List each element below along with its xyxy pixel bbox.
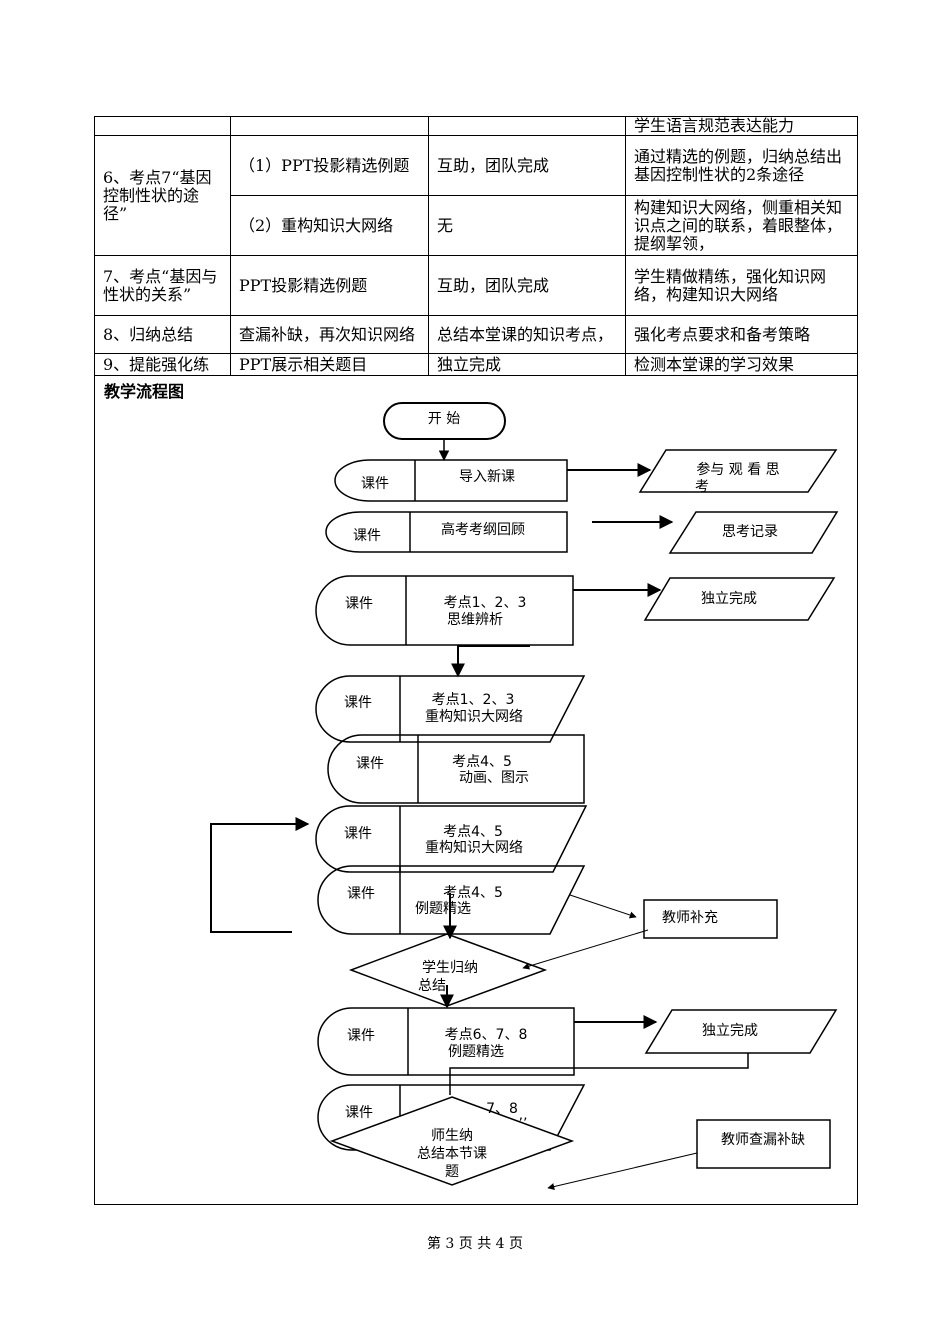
step-label: 重构知识大网络	[425, 839, 523, 856]
display-node-s3	[315, 575, 574, 646]
cell: PPT展示相关题目	[230, 353, 429, 376]
cell: 互助，团队完成	[428, 255, 626, 316]
step-label: 导入新课	[459, 469, 515, 485]
decision-label: 总结本节课	[417, 1146, 487, 1162]
courseware-label: 课件	[356, 756, 384, 772]
courseware-label: 课件	[345, 596, 373, 612]
step-label: 考点4、5	[452, 754, 512, 770]
step-label: 考点1、2、3	[444, 595, 527, 611]
decision-label: 学生归纳	[422, 959, 478, 976]
decision-label: 师生纳	[431, 1128, 473, 1144]
connector	[449, 1053, 749, 1095]
page-footer: 第 3 页 共 4 页	[426, 1236, 524, 1252]
cell: 学生精做精练，强化知识网络，构建知识大网络	[625, 255, 858, 316]
courseware-label: 课件	[353, 528, 381, 544]
cell: 9、提能强化练	[94, 353, 231, 376]
courseware-label: 课件	[347, 1028, 375, 1044]
display-node-s9	[317, 1084, 586, 1151]
connector	[522, 929, 649, 970]
table-row: （2）重构知识大网络 无 构建知识大网络，侧重相关知识点之间的联系，着眼整体，提…	[95, 195, 858, 256]
step-label: 例题精选	[448, 1044, 504, 1060]
cell: 通过精选的例题，归纳总结出基因控制性状的2条途径	[625, 135, 858, 196]
step-label: 考点6、7、8	[445, 1027, 528, 1043]
display-node-s5	[327, 734, 585, 804]
output-label: 考	[695, 479, 709, 495]
table-row: 学生语言规范表达能力	[94, 116, 858, 136]
output-label: 参与 观 看 思	[696, 461, 779, 478]
connector	[547, 1152, 698, 1190]
lesson-table: 学生语言规范表达能力 6、考点7“基因控制性状的途径” （1）PPT投影精选例题…	[94, 116, 858, 376]
display-node-s1	[334, 459, 568, 502]
decision-label: 题	[445, 1164, 459, 1180]
table-row: 8、归纳总结 查漏补缺，再次知识网络 总结本堂课的知识考点， 强化考点要求和备考…	[94, 315, 858, 354]
display-node-s4	[315, 675, 586, 743]
cell: （2）重构知识大网络	[230, 195, 429, 256]
connector	[451, 645, 530, 678]
table-row: 7、考点“基因与性状的关系” PPT投影精选例题 互助，团队完成 学生精做精练，…	[94, 255, 858, 316]
table-row: 9、提能强化练 PPT展示相关题目 独立完成 检测本堂课的学习效果	[94, 353, 858, 376]
step-label: 思维辨析	[447, 612, 503, 628]
cell: 6、考点7“基因控制性状的途径”	[94, 135, 231, 256]
connector	[569, 894, 637, 919]
cell: 互助，团队完成	[428, 135, 626, 196]
display-node-s7	[317, 865, 586, 935]
output-label: 独立完成	[701, 591, 757, 607]
flowchart-title: 教学流程图	[104, 382, 185, 401]
note-label: 教师补充	[662, 910, 718, 926]
output-node-o3	[643, 577, 836, 621]
step-label: 7、8	[486, 1101, 518, 1117]
note-label: 教师查漏补缺	[721, 1132, 805, 1148]
start-label: 开 始	[428, 411, 460, 427]
cell: （1）PPT投影精选例题	[230, 135, 429, 196]
cell: 7、考点“基因与性状的关系”	[94, 255, 231, 316]
courseware-label: 课件	[344, 826, 372, 842]
note-node-teacher-check	[696, 1119, 831, 1169]
cell: 总结本堂课的知识考点，	[428, 315, 626, 354]
output-label: 独立完成	[702, 1023, 758, 1039]
step-label: 考点4、5	[443, 824, 503, 840]
output-node-o4	[644, 1009, 838, 1054]
cell: 独立完成	[428, 353, 626, 376]
step-label: 高考考纲回顾	[441, 521, 525, 538]
cell: 强化考点要求和备考策略	[625, 315, 858, 354]
step-label: 例题精选	[415, 901, 471, 917]
decision-node-d2	[329, 1096, 575, 1186]
note-node-teacher-supplement	[643, 899, 778, 939]
courseware-label: 课件	[345, 1105, 373, 1121]
step-label: ’’	[519, 1116, 528, 1132]
step-label: 考点1、2、3	[432, 692, 515, 708]
flowchart-frame	[94, 376, 858, 1205]
cell: 构建知识大网络，侧重相关知识点之间的联系，着眼整体，提纲挈领，	[625, 195, 858, 256]
courseware-label: 课件	[344, 695, 372, 711]
courseware-label: 课件	[361, 476, 389, 492]
step-label: 动画、图示	[459, 770, 529, 786]
output-node-o2	[668, 511, 839, 554]
courseware-label: 课件	[347, 886, 375, 902]
step-label: 重构知识大网络	[425, 708, 523, 725]
cell: 检测本堂课的学习效果	[625, 353, 858, 376]
display-node-s2	[325, 511, 568, 553]
output-label: 思考记录	[722, 524, 778, 540]
display-node-s8	[317, 1007, 575, 1076]
display-node-s6	[315, 805, 588, 873]
table-row: 6、考点7“基因控制性状的途径” （1）PPT投影精选例题 互助，团队完成 通过…	[94, 135, 858, 256]
step-label: 考点4、5	[443, 885, 503, 901]
decision-label: 总结	[418, 978, 446, 994]
output-node-o1	[638, 449, 838, 493]
loop-connector	[210, 817, 310, 933]
